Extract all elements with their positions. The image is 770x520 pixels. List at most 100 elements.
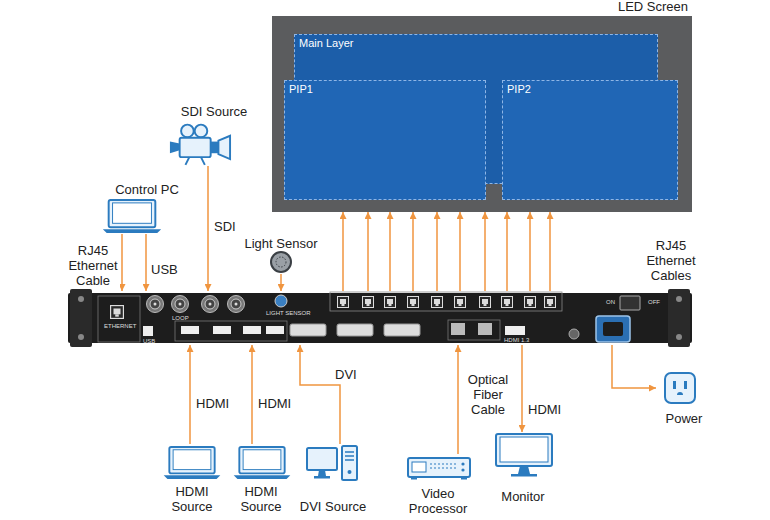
sensor-body (271, 252, 291, 272)
usb-port (143, 326, 153, 336)
rack-hole (78, 334, 84, 340)
rj45-port (545, 297, 556, 308)
panel-marking: USB (143, 338, 155, 345)
rj45-port (385, 297, 396, 308)
processor-device (68, 289, 692, 347)
hdmi-port (243, 326, 261, 334)
device-label: SDI Source (181, 104, 247, 119)
laptop-icon (103, 200, 161, 233)
cable-connector (549, 212, 551, 291)
rj45-port (502, 297, 513, 308)
device-node: Monitor (490, 432, 556, 504)
optical-port (478, 323, 492, 335)
cable-connector (300, 345, 340, 444)
device-node: Power (656, 370, 712, 426)
monitor-icon (496, 434, 552, 477)
device-node: Light Sensor (236, 236, 326, 274)
device-node: HDMI Source (225, 444, 297, 514)
dvi-port (290, 324, 326, 336)
device-body (68, 293, 692, 343)
power-socket-inner (603, 322, 623, 336)
device-node: Control PC (100, 182, 194, 234)
device-label: Power (666, 411, 703, 426)
panel-marking: LOOP (172, 315, 189, 322)
rj45-port (338, 297, 349, 308)
device-label: DVI Source (300, 499, 366, 514)
fuse-holder (569, 329, 579, 339)
rack-ear (668, 289, 690, 347)
light-sensor-port (275, 295, 287, 307)
screen-layer: PIP1 (284, 80, 486, 200)
hdmi-port (181, 326, 199, 334)
cable-connector (412, 212, 414, 291)
device-label: Light Sensor (245, 236, 318, 251)
panel-frame (98, 296, 140, 342)
device-label: Control PC (115, 182, 179, 197)
rack-hole (676, 334, 682, 340)
device-label: Monitor (501, 489, 544, 504)
panel-frame (448, 320, 500, 340)
device-label: HDMI Source (225, 484, 297, 514)
cable-connector (389, 212, 391, 291)
device-label: Video Processor (395, 486, 481, 516)
screen-title: LED Screen (272, 0, 692, 16)
rj45-port (432, 297, 443, 308)
output-frame (330, 292, 562, 311)
light-sensor-icon (271, 252, 291, 272)
rack-hole (676, 296, 682, 302)
panel-frame (175, 321, 287, 341)
processor-panel: ETHERNETUSBLOOPLIGHT SENSORHDMI 1.3ONOFF (68, 291, 692, 345)
dvi-port (384, 324, 420, 336)
cable-connector (484, 212, 486, 291)
cable-connector (207, 166, 209, 291)
sdi-port (202, 296, 219, 313)
cable-connector (251, 345, 253, 444)
sdi-port (228, 296, 245, 313)
panel-marking: HDMI 1.3 (504, 337, 529, 344)
dvi-port (337, 324, 373, 336)
sdi-port (147, 296, 164, 313)
cable-connector (459, 212, 461, 291)
laptop-icon (164, 447, 221, 479)
rack-ear (70, 289, 92, 347)
cable-label: USB (150, 262, 179, 277)
cable-label: DVI (334, 367, 358, 382)
power-switch (620, 296, 640, 310)
cable-label: HDMI (257, 396, 292, 411)
cable-connector (529, 212, 531, 291)
rj45-port (480, 297, 491, 308)
cable-connector (342, 212, 344, 291)
rj45-port (455, 297, 466, 308)
ethernet-port (111, 306, 124, 319)
cable-connector (280, 274, 282, 291)
cable-connector (436, 212, 438, 291)
device-node: Video Processor (395, 454, 481, 516)
panel-marking: OFF (648, 299, 660, 306)
sensor-grille (276, 257, 286, 267)
cable-connector (506, 212, 508, 291)
hdmi-out-port (505, 326, 525, 335)
led-screen: LED ScreenMain LayerPIP1PIP2 (272, 0, 692, 212)
panel-marking: LIGHT SENSOR (266, 310, 311, 317)
cable-connector (521, 345, 523, 432)
cable-label: RJ45 Ethernet Cable (66, 243, 120, 288)
processor-icon (408, 458, 470, 480)
device-node: SDI Source (166, 104, 262, 166)
rj45-port (363, 297, 374, 308)
device-label: HDMI Source (157, 484, 227, 514)
rj45-port (408, 297, 419, 308)
panel-marking: ETHERNET (104, 323, 136, 330)
cable-label: HDMI (195, 396, 230, 411)
layer-name: Main Layer (299, 37, 653, 50)
layer-name: PIP1 (289, 83, 481, 96)
device-node: DVI Source (297, 444, 369, 514)
laptop-icon (234, 447, 291, 479)
power-socket (596, 316, 630, 342)
cable-label: Optical Fiber Cable (462, 372, 514, 417)
cable-connector (367, 212, 369, 291)
cable-connector (145, 234, 147, 291)
optical-port (451, 323, 465, 335)
cable-connector (612, 345, 656, 388)
camera-icon (170, 125, 230, 165)
